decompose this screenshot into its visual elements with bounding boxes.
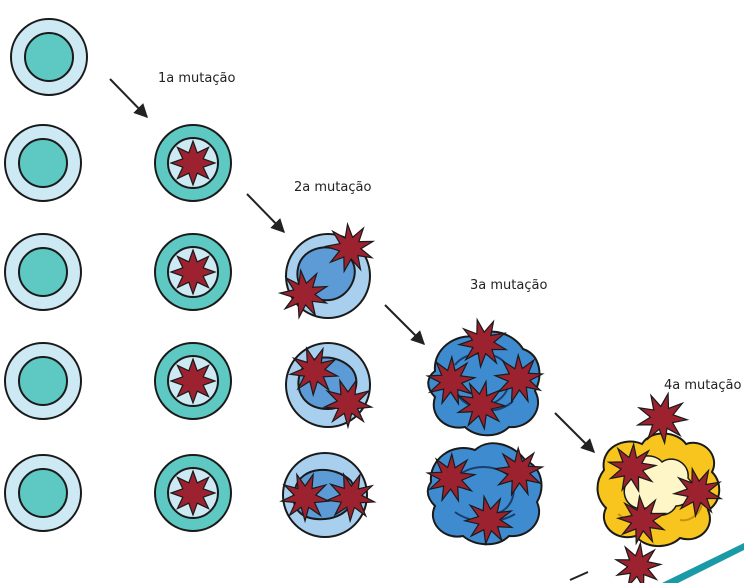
mutation-star-icon (632, 388, 692, 447)
normal-cell (11, 19, 87, 95)
arrow-4 (555, 413, 594, 452)
label-first-mutation: 1a mutação (158, 71, 235, 86)
normal-cell (5, 343, 81, 419)
normal-cells-column (5, 19, 87, 531)
mutated-cell-2 (275, 453, 382, 537)
mutated-cell-1 (155, 234, 231, 310)
arrow-2 (247, 194, 284, 232)
third-mutation-cells-column (418, 314, 553, 551)
mutated-cell-3 (418, 439, 553, 551)
mutation-star-icon (171, 359, 215, 403)
mutated-cell-1 (155, 125, 231, 201)
label-third-mutation: 3a mutação (470, 278, 547, 293)
normal-cell (5, 234, 81, 310)
label-fourth-mutation: 4a mutação (664, 378, 741, 393)
second-mutation-cells-column (275, 215, 383, 537)
arrow-1 (110, 79, 147, 117)
mutated-cell-1 (155, 343, 231, 419)
mutated-cell-2 (284, 341, 378, 432)
fourth-mutation-cell (598, 388, 730, 583)
mutation-star-icon (171, 471, 215, 515)
first-mutation-cells-column (155, 125, 231, 531)
normal-cell (5, 125, 81, 201)
mutated-cell-1 (155, 455, 231, 531)
arrow-3 (385, 305, 424, 344)
label-second-mutation: 2a mutação (294, 180, 371, 195)
decorative-stripe (570, 543, 744, 583)
mutated-cell-3 (418, 314, 553, 436)
mutated-cell-2 (277, 215, 383, 320)
normal-cell (5, 455, 81, 531)
mutation-star-icon (171, 141, 215, 185)
mutation-star-icon (171, 250, 215, 294)
